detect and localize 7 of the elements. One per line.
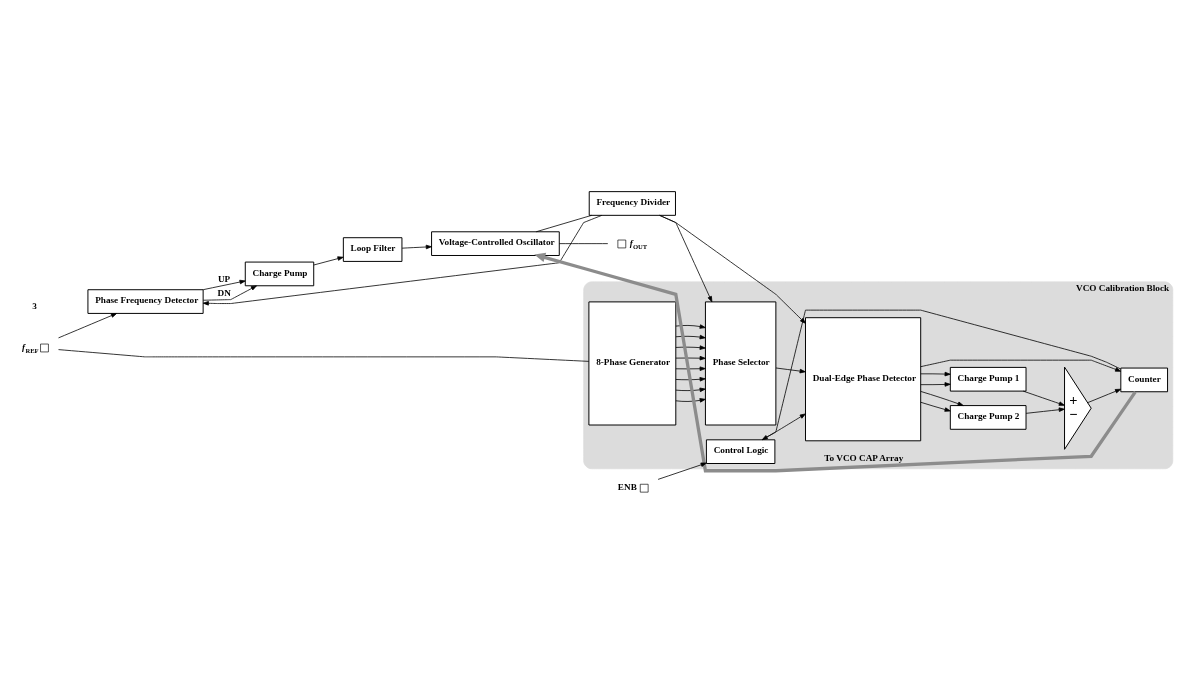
node-label: f$_{OUT}$ bbox=[629, 237, 648, 251]
node-label: f$_{REF}$ bbox=[22, 341, 39, 355]
edge-label: UP bbox=[217, 273, 231, 284]
label: 3 bbox=[32, 301, 37, 312]
node-label: ENB bbox=[617, 481, 637, 492]
edge-label: DN bbox=[217, 288, 231, 299]
edge-label: To VCO CAP Array bbox=[824, 453, 904, 464]
